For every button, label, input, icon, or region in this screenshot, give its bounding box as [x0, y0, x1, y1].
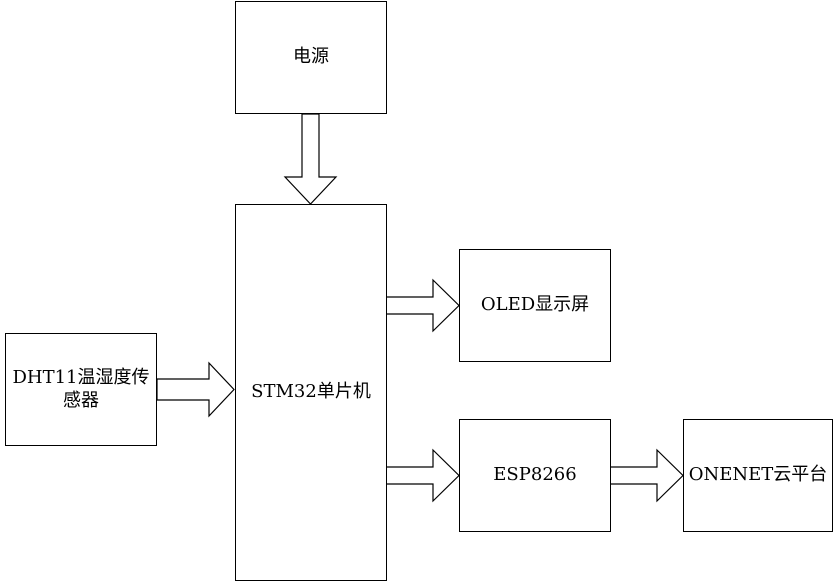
- dht11-block: DHT11温湿度传 感器: [5, 333, 157, 446]
- arrow-esp8266-to-onenet: [609, 448, 684, 503]
- mcu-block: STM32单片机: [235, 204, 387, 581]
- arrow-power-to-mcu: [283, 113, 338, 205]
- dht11-label: DHT11温湿度传 感器: [12, 367, 149, 412]
- power-label: 电源: [293, 46, 329, 68]
- arrow-mcu-to-esp8266: [385, 448, 460, 503]
- arrow-dht11-to-mcu: [156, 361, 235, 418]
- esp8266-label: ESP8266: [493, 464, 577, 486]
- onenet-block: ONENET云平台: [683, 419, 833, 532]
- oled-label: OLED显示屏: [480, 294, 590, 316]
- arrow-mcu-to-oled: [385, 278, 460, 333]
- esp8266-block: ESP8266: [459, 419, 611, 532]
- oled-block: OLED显示屏: [459, 249, 611, 362]
- onenet-label: ONENET云平台: [688, 464, 828, 486]
- mcu-label: STM32单片机: [251, 381, 371, 403]
- power-block: 电源: [235, 1, 387, 114]
- dht11-label-line2: 感器: [62, 389, 99, 411]
- dht11-label-line1: DHT11温湿度传: [12, 367, 150, 388]
